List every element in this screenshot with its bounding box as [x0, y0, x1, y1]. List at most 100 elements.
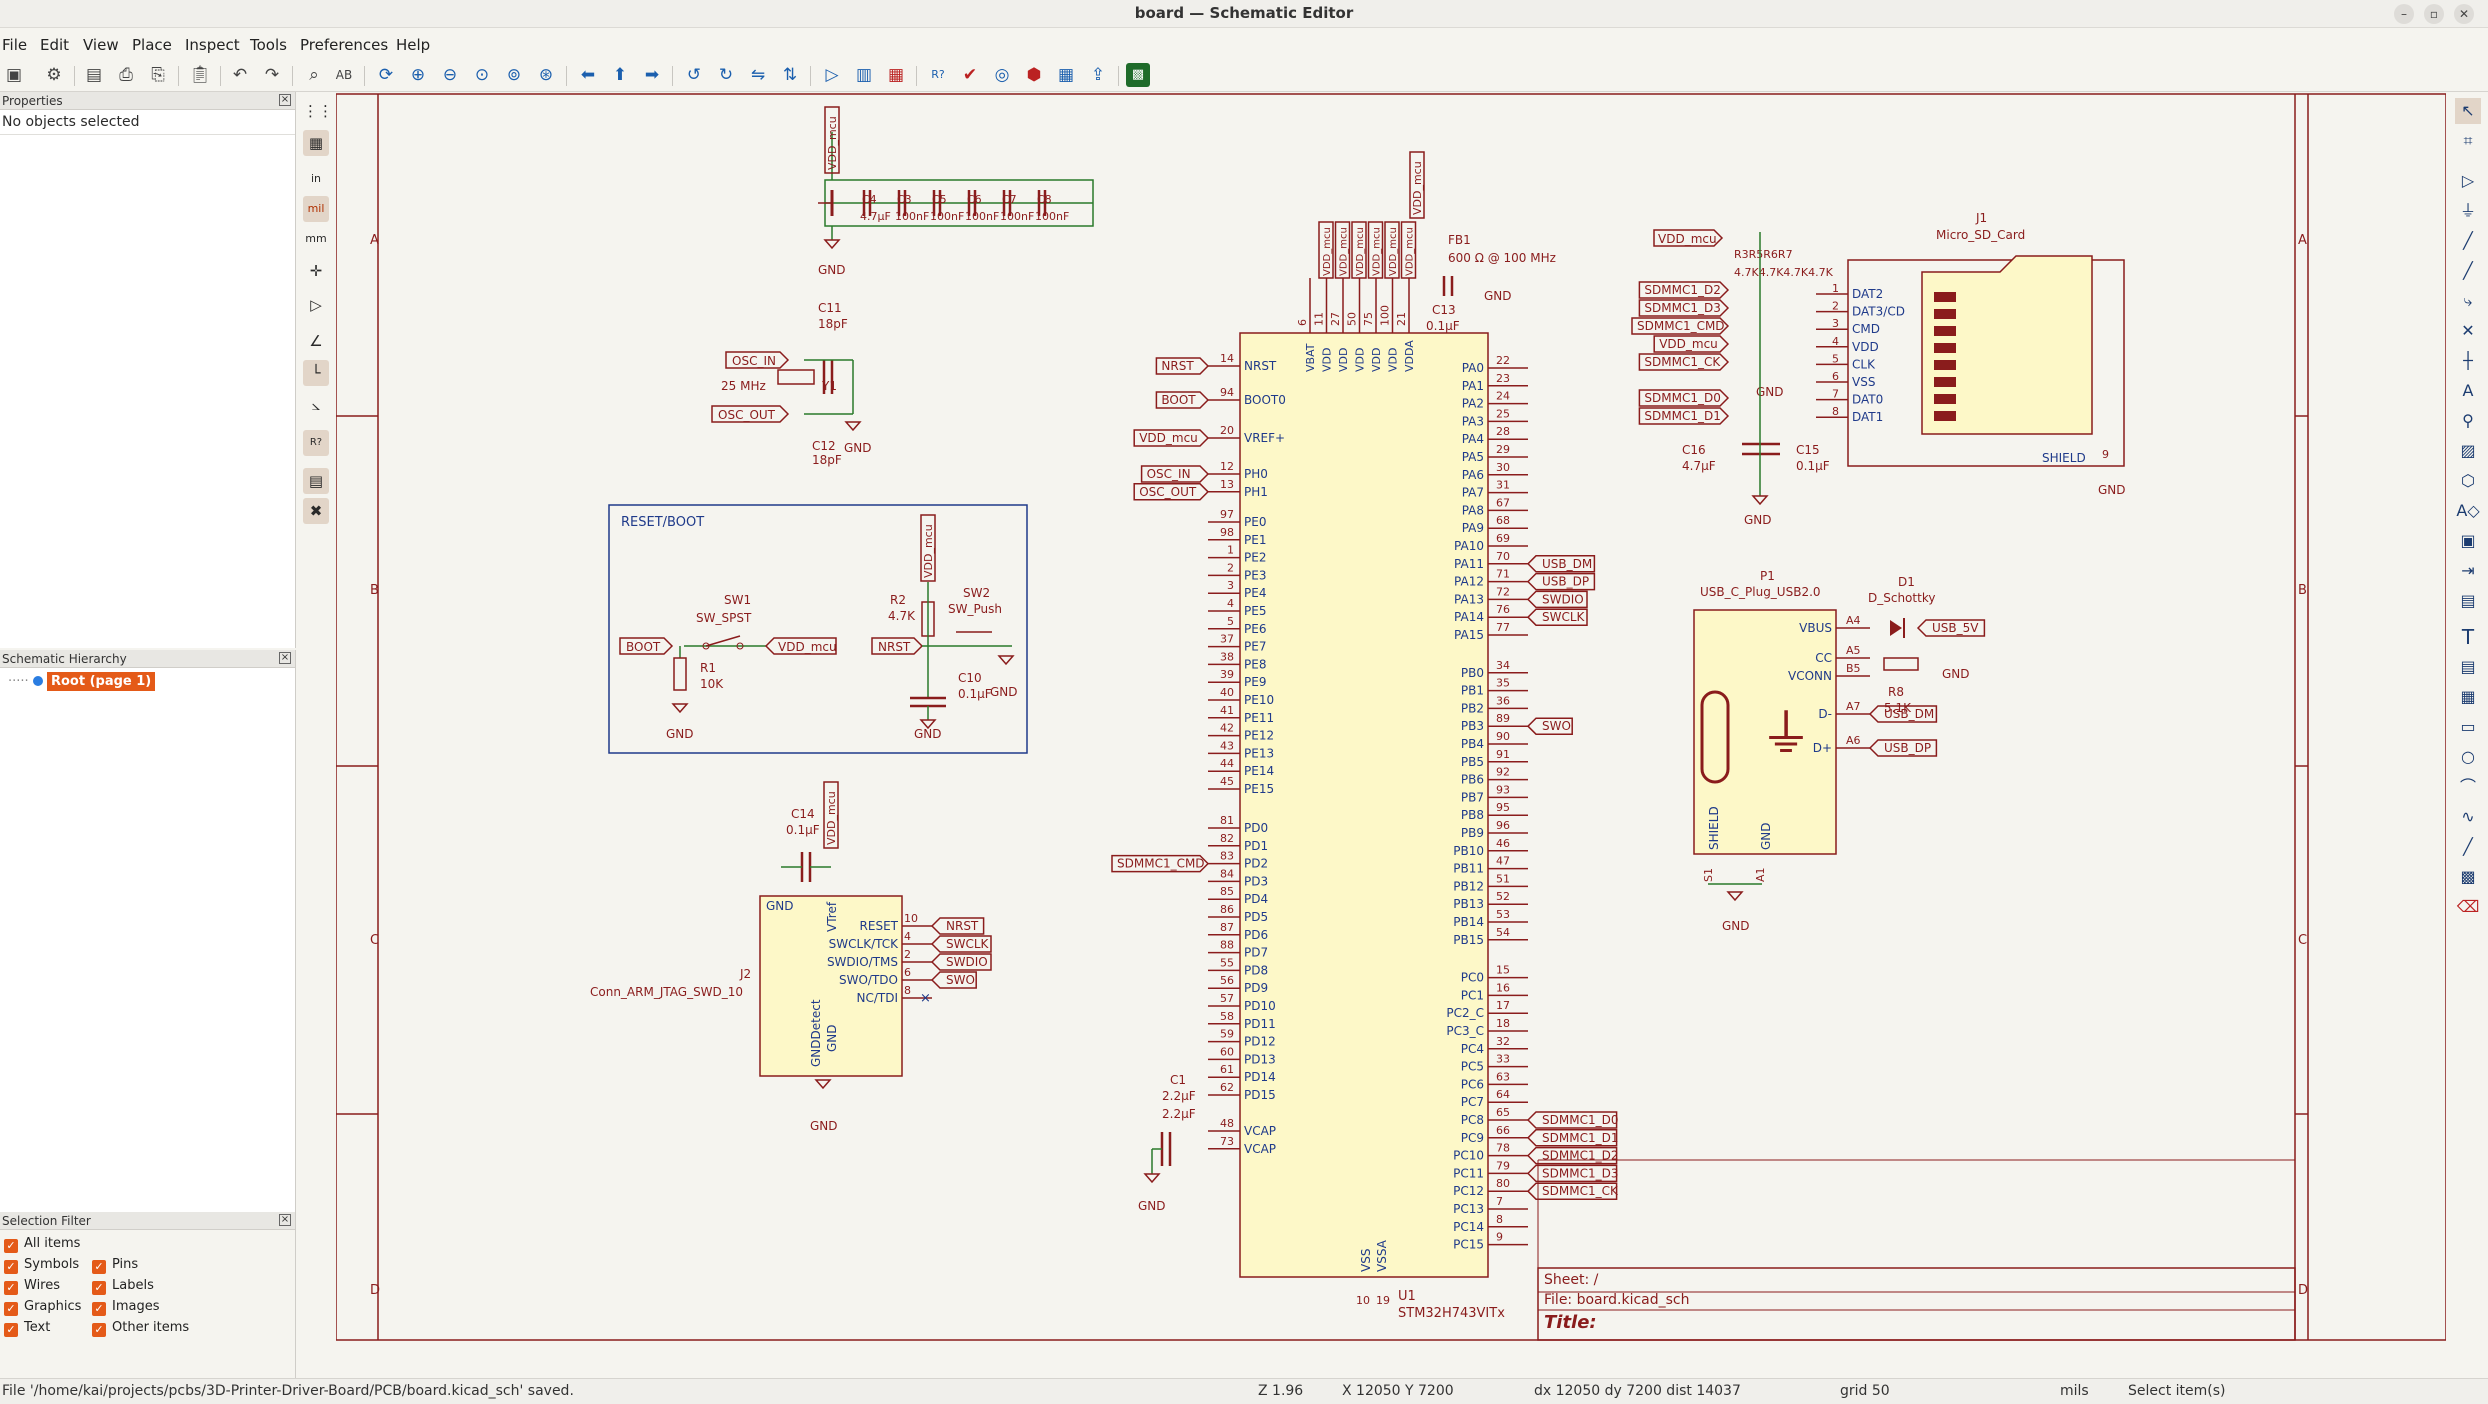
undo-icon[interactable]: ↶ [232, 65, 248, 85]
add-circle-icon[interactable]: ○ [2461, 747, 2475, 766]
navigate-back-icon[interactable]: ⬅ [580, 65, 596, 85]
select-tool-icon[interactable]: ↖ [2455, 98, 2481, 124]
sheet-pin-icon[interactable]: ▤ [2460, 591, 2476, 610]
grid-overrides-icon[interactable]: ▦ [303, 130, 329, 156]
minimize-icon[interactable]: – [2394, 4, 2414, 24]
line-mode-90-icon[interactable]: └ [303, 360, 329, 386]
units-mm-icon[interactable]: mm [305, 232, 327, 245]
add-line-icon[interactable]: ╱ [2463, 837, 2473, 856]
root-sheet-label[interactable]: Root (page 1) [46, 672, 156, 691]
update-pcb-icon[interactable]: ⇪ [1090, 65, 1106, 85]
add-table-icon[interactable]: ▦ [2460, 687, 2476, 706]
units-inch-icon[interactable]: in [310, 172, 322, 185]
zoom-objects-icon[interactable]: ⊚ [506, 65, 522, 85]
import-sheet-pin-icon[interactable]: ⇥ [2461, 561, 2475, 580]
erc-icon[interactable]: ✔ [962, 65, 978, 85]
menu-inspect[interactable]: Inspect [185, 36, 240, 54]
add-power-icon[interactable]: ⏚ [2459, 201, 2476, 220]
netclass-icon[interactable]: ⚲ [2462, 411, 2474, 430]
footprint-browser-icon[interactable]: ▦ [887, 65, 905, 85]
pcb-editor-icon[interactable]: ▩ [1126, 63, 1150, 87]
add-arc-icon[interactable]: ⌒ [2459, 777, 2476, 796]
symbol-editor-icon[interactable]: ▷ [825, 65, 839, 85]
menu-file[interactable]: File [2, 36, 28, 54]
junction-icon[interactable]: ┼ [2463, 351, 2473, 370]
filter-graphics[interactable]: ✓Graphics [4, 1299, 81, 1316]
units-mil-icon[interactable]: mil [303, 196, 329, 222]
maximize-icon[interactable]: ▫ [2424, 4, 2444, 24]
find-icon[interactable]: ⌕ [309, 65, 319, 85]
zoom-selection-icon[interactable]: ⊛ [538, 65, 554, 85]
mirror-v-icon[interactable]: ⇋ [750, 65, 766, 85]
line-mode-free-icon[interactable]: ∠ [309, 332, 323, 350]
close-panel-icon[interactable]: × [279, 1214, 291, 1226]
add-text-icon[interactable]: T [2461, 625, 2475, 649]
cursor-icon[interactable]: ✛ [309, 262, 323, 280]
bus-entry-icon[interactable]: ⤷ [2463, 291, 2473, 310]
navigate-up-icon[interactable]: ⬆ [612, 65, 628, 85]
filter-pins[interactable]: ✓Pins [92, 1257, 138, 1274]
schematic-svg[interactable]: A B C D A B C D Sheet: / File: board.kic… [335, 92, 2447, 1342]
grid-icon[interactable]: ⋮⋮ [303, 102, 333, 120]
menu-edit[interactable]: Edit [40, 36, 70, 54]
assign-footprints-icon[interactable]: ⬢ [1026, 65, 1042, 85]
hierarchy-navigator-icon[interactable]: ▤ [303, 468, 329, 494]
menu-place[interactable]: Place [132, 36, 172, 54]
page-settings-icon[interactable]: ▤ [85, 65, 103, 85]
add-textbox-icon[interactable]: ▤ [2460, 657, 2476, 676]
zoom-out-icon[interactable]: ⊖ [442, 65, 458, 85]
find-replace-icon[interactable]: AB [335, 68, 353, 82]
add-symbol-icon[interactable]: ▷ [2461, 171, 2475, 190]
net-label-icon[interactable]: A [2462, 381, 2474, 400]
navigate-forward-icon[interactable]: ➡ [644, 65, 660, 85]
symbol-browser-icon[interactable]: ▥ [855, 65, 873, 85]
filter-other-items[interactable]: ✓Other items [92, 1320, 189, 1337]
filter-wires[interactable]: ✓Wires [4, 1278, 60, 1295]
schematic-setup-icon[interactable]: ⚙ [46, 65, 62, 85]
schematic-canvas[interactable]: A B C D A B C D Sheet: / File: board.kic… [335, 92, 2447, 1342]
close-panel-icon[interactable]: × [279, 652, 291, 664]
save-icon[interactable]: ▣ [5, 65, 23, 85]
hier-label-icon[interactable]: ⬡ [2461, 471, 2475, 490]
annotation-icon[interactable]: R? [303, 430, 329, 456]
plot-icon[interactable]: ⎘ [151, 65, 165, 85]
delete-tool-icon[interactable]: ⌫ [2456, 897, 2480, 916]
rotate-cw-icon[interactable]: ↻ [718, 65, 734, 85]
simulator-icon[interactable]: ◎ [994, 65, 1010, 85]
bom-icon[interactable]: ▦ [1057, 65, 1075, 85]
annotate-icon[interactable]: R? [931, 68, 945, 81]
zoom-fit-icon[interactable]: ⊙ [474, 65, 490, 85]
refresh-icon[interactable]: ⟳ [378, 65, 394, 85]
hidden-pins-icon[interactable]: ▷ [310, 296, 322, 314]
filter-labels[interactable]: ✓Labels [92, 1278, 154, 1295]
filter-symbols[interactable]: ✓Symbols [4, 1257, 79, 1274]
redo-icon[interactable]: ↷ [264, 65, 280, 85]
filter-text[interactable]: ✓Text [4, 1320, 50, 1337]
add-rectangle-icon[interactable]: ▭ [2460, 717, 2476, 736]
line-mode-45-icon[interactable]: ⦣ [311, 396, 321, 414]
no-connect-icon[interactable]: ✕ [2461, 321, 2475, 340]
properties-toggle-icon[interactable]: ✖ [303, 498, 329, 524]
global-label-icon[interactable]: ▨ [2460, 441, 2476, 460]
menu-tools[interactable]: Tools [250, 36, 287, 54]
menu-help[interactable]: Help [396, 36, 431, 54]
mirror-h-icon[interactable]: ⇅ [782, 65, 798, 85]
add-bezier-icon[interactable]: ∿ [2461, 807, 2475, 826]
add-image-icon[interactable]: ▩ [2460, 867, 2476, 886]
print-icon[interactable]: ⎙ [119, 65, 133, 85]
zoom-in-icon[interactable]: ⊕ [410, 65, 426, 85]
close-icon[interactable]: ✕ [2454, 4, 2474, 24]
rotate-ccw-icon[interactable]: ↺ [686, 65, 702, 85]
paste-icon[interactable]: 📋︎ [189, 65, 211, 85]
highlight-net-icon[interactable]: ⌗ [2463, 131, 2473, 150]
close-panel-icon[interactable]: × [279, 94, 291, 106]
add-bus-icon[interactable]: ╱ [2463, 261, 2473, 280]
menu-preferences[interactable]: Preferences [300, 36, 389, 54]
sheet-icon[interactable]: ▣ [2460, 531, 2476, 550]
hierarchy-root-item[interactable]: ····· Root (page 1) [8, 672, 156, 691]
menu-view[interactable]: View [83, 36, 119, 54]
hier-pin-icon[interactable]: A◇ [2456, 501, 2480, 520]
add-wire-icon[interactable]: ╱ [2463, 231, 2473, 250]
filter-images[interactable]: ✓Images [92, 1299, 160, 1316]
filter-all-items[interactable]: ✓All items [4, 1236, 80, 1253]
